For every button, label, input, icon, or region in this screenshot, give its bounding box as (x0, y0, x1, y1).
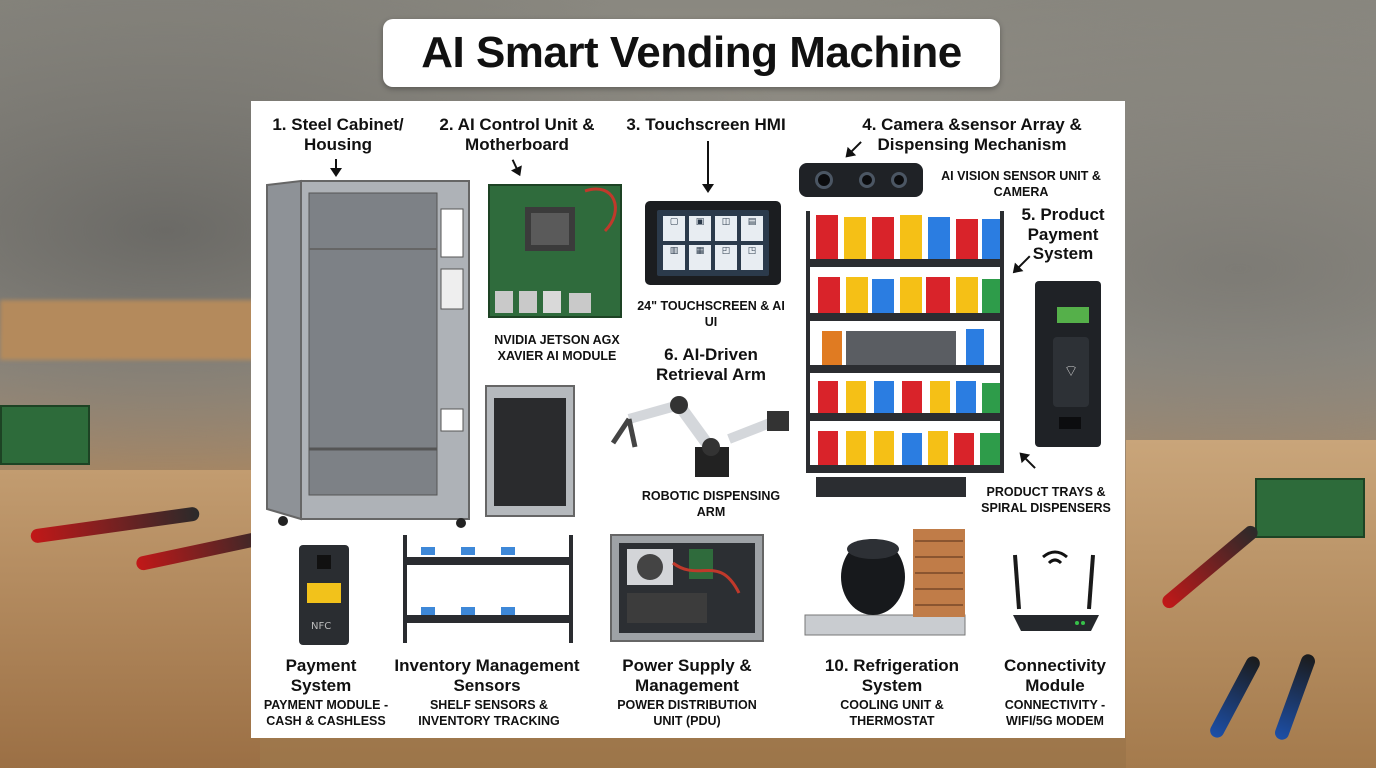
caption-shelf-sensors: SHELF SENSORS & INVENTORY TRACKING (418, 698, 560, 728)
caption-vision-sensor: AI VISION SENSOR UNIT & CAMERA (941, 169, 1101, 199)
arrow (1020, 453, 1036, 469)
screen-tile: ◰ (715, 245, 737, 270)
payment-module-image: NFC (299, 545, 349, 645)
label-camera-sensor: 4. Camera &sensor Array & Dispensing Mec… (862, 115, 1082, 154)
arrow (511, 159, 521, 175)
screen-tile: ▣ (689, 216, 711, 241)
caption-connectivity: CONNECTIVITY - WIFI/5G MODEM (1004, 698, 1106, 728)
touchscreen-image: ▢ ▣ ◫ ▤ ▥ ▦ ◰ ◳ (645, 201, 781, 285)
label-power-supply: Power Supply & Management (622, 656, 752, 695)
bg-circuit-board-right (1255, 478, 1365, 538)
screen-tile: ▤ (741, 216, 763, 241)
wifi-router-image (1013, 550, 1099, 631)
inventory-shelves-image (403, 535, 573, 643)
page-title: AI Smart Vending Machine (421, 28, 962, 77)
caption-touchscreen: 24" TOUCHSCREEN & AI UI (637, 299, 785, 329)
motherboard-image (488, 184, 622, 318)
card-slot (1059, 417, 1081, 429)
caption-cooling-unit: COOLING UNIT & THERMOSTAT (840, 698, 944, 728)
label-touchscreen: 3. Touchscreen HMI (626, 115, 786, 134)
caption-pdu: POWER DISTRIBUTION UNIT (PDU) (617, 698, 757, 728)
terminal-display (1057, 307, 1089, 323)
caption-jetson-module: NVIDIA JETSON AGX XAVIER AI MODULE (494, 333, 620, 363)
enclosure-box-image (485, 385, 575, 517)
product-trays-image (806, 211, 1004, 497)
label-ai-control-unit: 2. AI Control Unit & Motherboard (439, 115, 595, 154)
camera-lens-icon (815, 171, 833, 189)
caption-product-trays: PRODUCT TRAYS & SPIRAL DISPENSERS (981, 485, 1111, 515)
power-supply-image (610, 534, 764, 642)
label-steel-cabinet: 1. Steel Cabinet/ Housing (272, 115, 404, 154)
screen-tile: ▦ (689, 245, 711, 270)
contactless-icon: ⌔ (1053, 337, 1089, 407)
svg-text:NFC: NFC (311, 621, 331, 632)
label-payment-system: Payment System (285, 656, 357, 695)
camera-unit-image (799, 163, 923, 197)
caption-robotic-arm: ROBOTIC DISPENSING ARM (641, 489, 781, 519)
label-retrieval-arm: 6. AI-Driven Retrieval Arm (656, 345, 766, 384)
label-product-payment: 5. Product Payment System (1021, 205, 1105, 264)
robotic-arm-image (610, 396, 789, 477)
label-inventory-sensors: Inventory Management Sensors (394, 656, 580, 695)
label-connectivity: Connectivity Module (1003, 656, 1107, 695)
caption-payment-module: PAYMENT MODULE - CASH & CASHLESS (263, 698, 389, 728)
arrow (330, 159, 342, 177)
bg-circuit-board (0, 405, 90, 465)
arrow (702, 141, 714, 193)
component-panel: 1. Steel Cabinet/ Housing 2. AI Control … (251, 101, 1125, 738)
screen-tile: ◳ (741, 245, 763, 270)
payment-terminal-image: ⌔ (1035, 281, 1101, 447)
camera-lens-icon (891, 172, 907, 188)
screen-tile: ▢ (663, 216, 685, 241)
label-refrigeration: 10. Refrigeration System (824, 656, 960, 695)
camera-lens-icon (859, 172, 875, 188)
title-card: AI Smart Vending Machine (383, 19, 1000, 87)
screen-tile: ◫ (715, 216, 737, 241)
refrigeration-unit-image (804, 529, 966, 636)
steel-cabinet-image (266, 179, 470, 528)
screen-tile: ▥ (663, 245, 685, 270)
bg-bench-left (0, 300, 260, 360)
